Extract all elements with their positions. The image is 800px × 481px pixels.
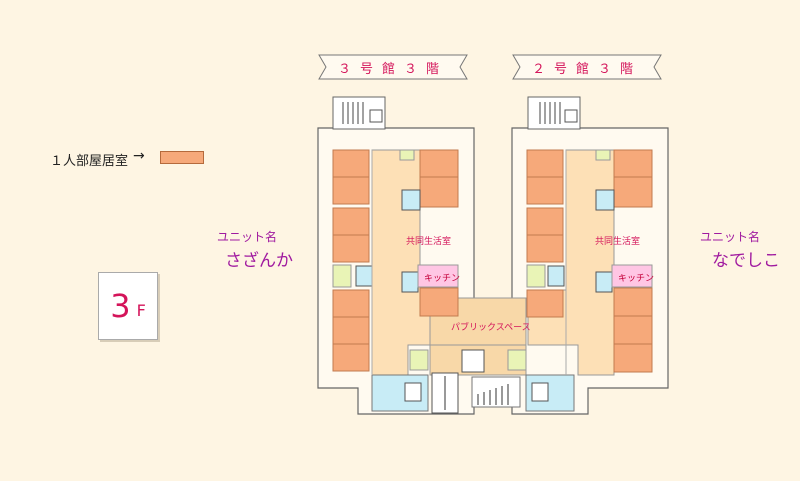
kitchen-right — [611, 264, 653, 288]
storage-rooms — [332, 149, 611, 371]
kitchen-label-left: キッチン — [424, 274, 461, 284]
legend-swatch — [160, 151, 204, 164]
unit-name-left: さざんか — [225, 251, 293, 271]
common-room-label-left: 共同生活室 — [406, 237, 452, 247]
banner-frame — [512, 54, 662, 80]
center-stairs — [431, 349, 521, 414]
legend-arrow: → — [133, 148, 145, 164]
kitchen-left — [417, 264, 459, 288]
stair-tower-left — [332, 96, 386, 130]
resident-rooms-left — [332, 149, 459, 372]
bath-areas — [371, 374, 575, 412]
unit-caption-right: ユニット名 — [700, 230, 761, 244]
floor-indicator: 3 F — [98, 272, 158, 340]
resident-rooms-right — [526, 149, 653, 373]
floor-unit: F — [136, 300, 146, 320]
kitchen-label-right: キッチン — [618, 274, 655, 284]
common-room-label-right: 共同生活室 — [595, 237, 641, 247]
banner-label: ３号館３階 — [337, 61, 448, 77]
building-2-floor-banner: ２号館３階 — [512, 54, 662, 80]
banner-frame — [318, 54, 468, 80]
floor-number: 3 — [110, 287, 131, 325]
building-3-floor-banner: ３号館３階 — [318, 54, 468, 80]
unit-caption-left: ユニット名 — [217, 230, 278, 244]
banner-label: ２号館３階 — [531, 61, 642, 77]
legend-label: １人部屋居室 — [50, 154, 129, 169]
unit-name-right: なでしこ — [712, 251, 780, 271]
restroom-icons — [355, 189, 615, 293]
public-space-label: パブリックスペース — [451, 323, 531, 333]
stair-tower-right — [527, 96, 581, 130]
